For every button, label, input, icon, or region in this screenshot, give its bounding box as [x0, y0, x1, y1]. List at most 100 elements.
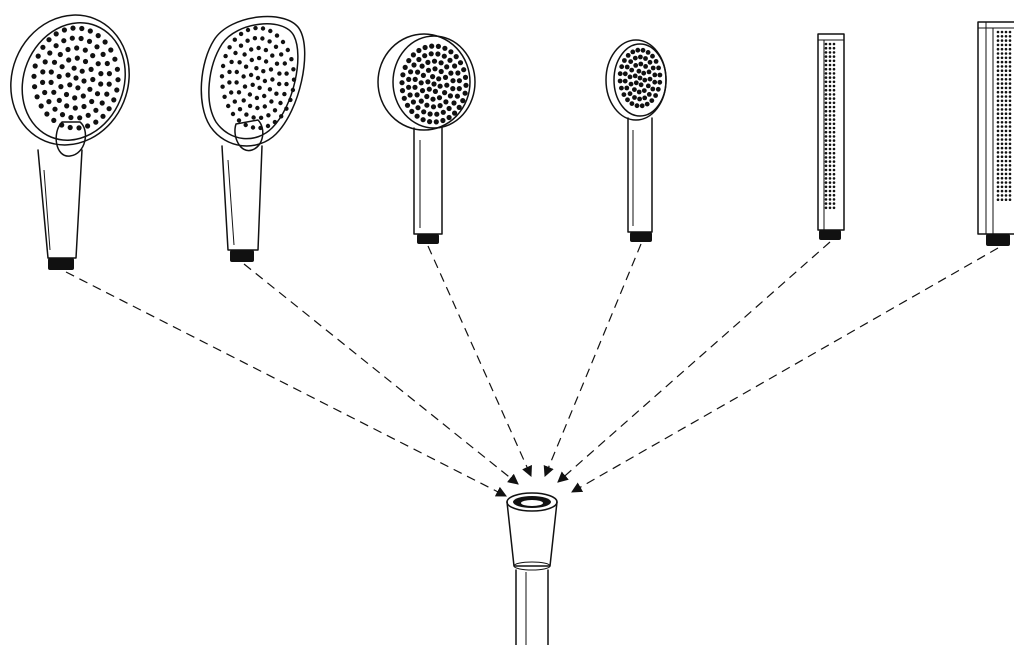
nozzle-dot: [824, 122, 828, 126]
nozzle-dot: [996, 65, 1000, 68]
nozzle-dot: [832, 193, 836, 197]
nozzle-dot: [832, 42, 836, 46]
nozzle-dot: [457, 60, 464, 66]
nozzle-dot: [57, 51, 63, 58]
shower-head-round-small-icon: [605, 39, 667, 242]
nozzle-dot: [269, 99, 274, 104]
nozzle-dot: [236, 90, 242, 95]
nozzle-dot: [627, 91, 633, 97]
nozzle-dot: [637, 96, 642, 102]
nozzle-dot: [647, 76, 653, 82]
nozzle-dot: [824, 160, 828, 163]
nozzle-dot: [428, 51, 434, 57]
nozzle-dot: [270, 77, 275, 82]
nozzle-dot: [1004, 69, 1008, 72]
nozzle-dot: [828, 202, 832, 205]
nozzle-dot: [98, 81, 104, 87]
nozzle-dot: [291, 67, 296, 72]
nozzle-dot: [628, 59, 634, 64]
nozzle-dot: [824, 189, 828, 193]
nozzle-dot: [996, 129, 1000, 133]
nozzle-dot: [832, 105, 836, 109]
nozzle-dot: [94, 91, 101, 97]
nozzle-dot: [632, 95, 637, 100]
nozzle-dot: [227, 80, 232, 85]
nozzle-dot: [832, 172, 836, 176]
nozzle-dot: [463, 82, 469, 88]
nozzle-dot: [440, 109, 446, 115]
nozzle-dot: [1008, 185, 1012, 189]
nozzle-dot: [824, 109, 828, 113]
nozzle-dot: [824, 168, 828, 172]
nozzle-dot: [266, 113, 271, 118]
nozzle-dot: [267, 39, 272, 44]
nozzle-dot: [828, 164, 832, 168]
nozzle-dot: [996, 30, 1000, 34]
nozzle-dot: [71, 65, 77, 71]
nozzle-dot: [448, 70, 454, 76]
shower-head-square-stick-icon: [977, 21, 1014, 246]
nozzle-dot: [82, 58, 89, 65]
nozzle-dot: [832, 185, 836, 189]
nozzle-dot: [435, 51, 441, 57]
nozzle-dot: [245, 27, 251, 33]
nozzle-dot: [427, 119, 433, 125]
nozzle-dot: [46, 99, 52, 105]
nozzle-dot: [1000, 47, 1004, 51]
nozzle-dot: [645, 83, 651, 89]
nozzle-dot: [630, 49, 636, 55]
nozzle-dot: [68, 114, 74, 121]
nozzle-dot: [1000, 78, 1004, 81]
nozzle-dot: [1008, 69, 1012, 72]
nozzle-dot: [230, 111, 236, 117]
nozzle-dot: [824, 59, 828, 63]
nozzle-dot: [234, 69, 239, 75]
nozzle-dot: [79, 68, 85, 74]
nozzle-dot: [996, 47, 1000, 51]
nozzle-dot: [628, 81, 634, 87]
nozzle-dot: [824, 114, 828, 117]
nozzle-dot: [1004, 35, 1008, 38]
nozzle-dot: [420, 72, 426, 78]
nozzle-dot: [56, 97, 62, 103]
nozzle-dot: [99, 100, 105, 106]
nozzle-dot: [237, 60, 242, 65]
nozzle-dot: [649, 98, 655, 103]
nozzle-dot: [1000, 95, 1004, 98]
nozzle-dot: [639, 103, 645, 109]
nozzle-dot: [426, 86, 432, 92]
nozzle-dot: [1004, 43, 1008, 47]
nozzle-dot: [1008, 121, 1012, 124]
nozzle-dot: [1000, 56, 1004, 60]
nozzle-dot: [824, 206, 828, 210]
nozzle-dot: [1004, 95, 1008, 98]
nozzle-dot: [996, 86, 1000, 90]
nozzle-dot: [832, 143, 836, 147]
nozzle-dot: [824, 185, 828, 189]
nozzle-dot: [227, 45, 232, 50]
nozzle-dot: [108, 47, 114, 53]
nozzle-dot: [996, 69, 1000, 72]
nozzle-dot: [52, 106, 58, 112]
nozzle-dot: [1000, 125, 1004, 128]
nozzle-dot: [267, 87, 273, 92]
nozzle-dot: [436, 95, 443, 101]
nozzle-dot: [241, 98, 246, 103]
nozzle-dot: [824, 84, 828, 88]
nozzle-dot: [828, 198, 832, 201]
nozzle-dot: [996, 39, 1000, 42]
nozzle-dot: [996, 116, 1000, 120]
guide-line-1: [65, 271, 507, 497]
nozzle-dot: [456, 78, 462, 84]
nozzle-dot: [100, 113, 106, 119]
nozzle-dot: [284, 81, 289, 87]
nozzle-dot: [1008, 142, 1012, 146]
nozzle-dot: [1004, 116, 1008, 120]
nozzle-dot: [222, 94, 227, 100]
nozzle-dot: [1008, 73, 1012, 77]
nozzle-dot: [996, 90, 1000, 94]
nozzle-dot: [996, 121, 1000, 124]
nozzle-dot: [824, 130, 828, 134]
nozzle-dot: [262, 104, 267, 109]
nozzle-dot: [619, 85, 624, 91]
